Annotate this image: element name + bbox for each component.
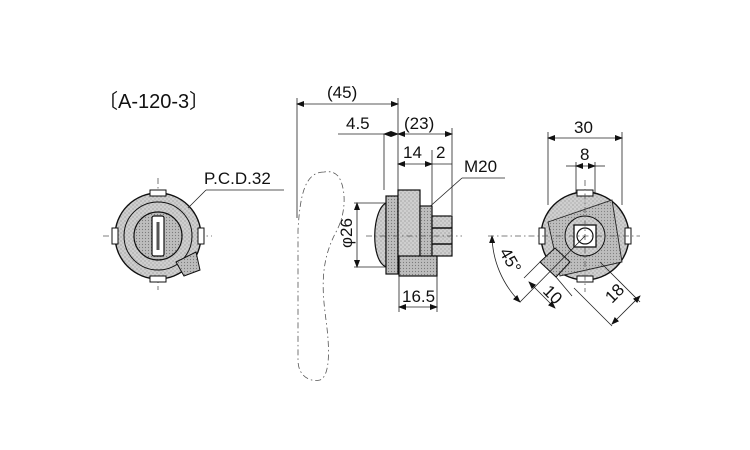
dome-knob <box>374 202 387 268</box>
dim-diameter: φ26 <box>337 218 356 248</box>
front-view-left: P.C.D.32 <box>103 169 284 290</box>
dim-thread-length: 14 <box>403 143 422 162</box>
handle-outline <box>297 171 345 381</box>
lock-body <box>397 189 421 259</box>
part-number-label: 〔A-120-3〕 <box>98 90 209 113</box>
dim-body-depth: (23) <box>404 114 434 133</box>
dim-nut: 2 <box>436 143 445 162</box>
dim-square: 8 <box>580 145 589 164</box>
cam-bracket <box>398 255 438 277</box>
dim-overall-length: (45) <box>327 83 357 102</box>
dim-offset: 10 <box>539 281 566 308</box>
dim-flange: 4.5 <box>346 114 370 133</box>
dim-thread: M20 <box>464 157 497 176</box>
pcd-label: P.C.D.32 <box>204 169 271 188</box>
back-view-right: 30 8 45° 10 <box>488 118 641 327</box>
dim-bracket: 16.5 <box>402 287 435 306</box>
side-view: (45) 4.5 (23) 14 2 M20 φ26 <box>296 83 505 381</box>
dim-slot: 18 <box>601 280 628 307</box>
dim-nut-width: 30 <box>574 118 593 137</box>
